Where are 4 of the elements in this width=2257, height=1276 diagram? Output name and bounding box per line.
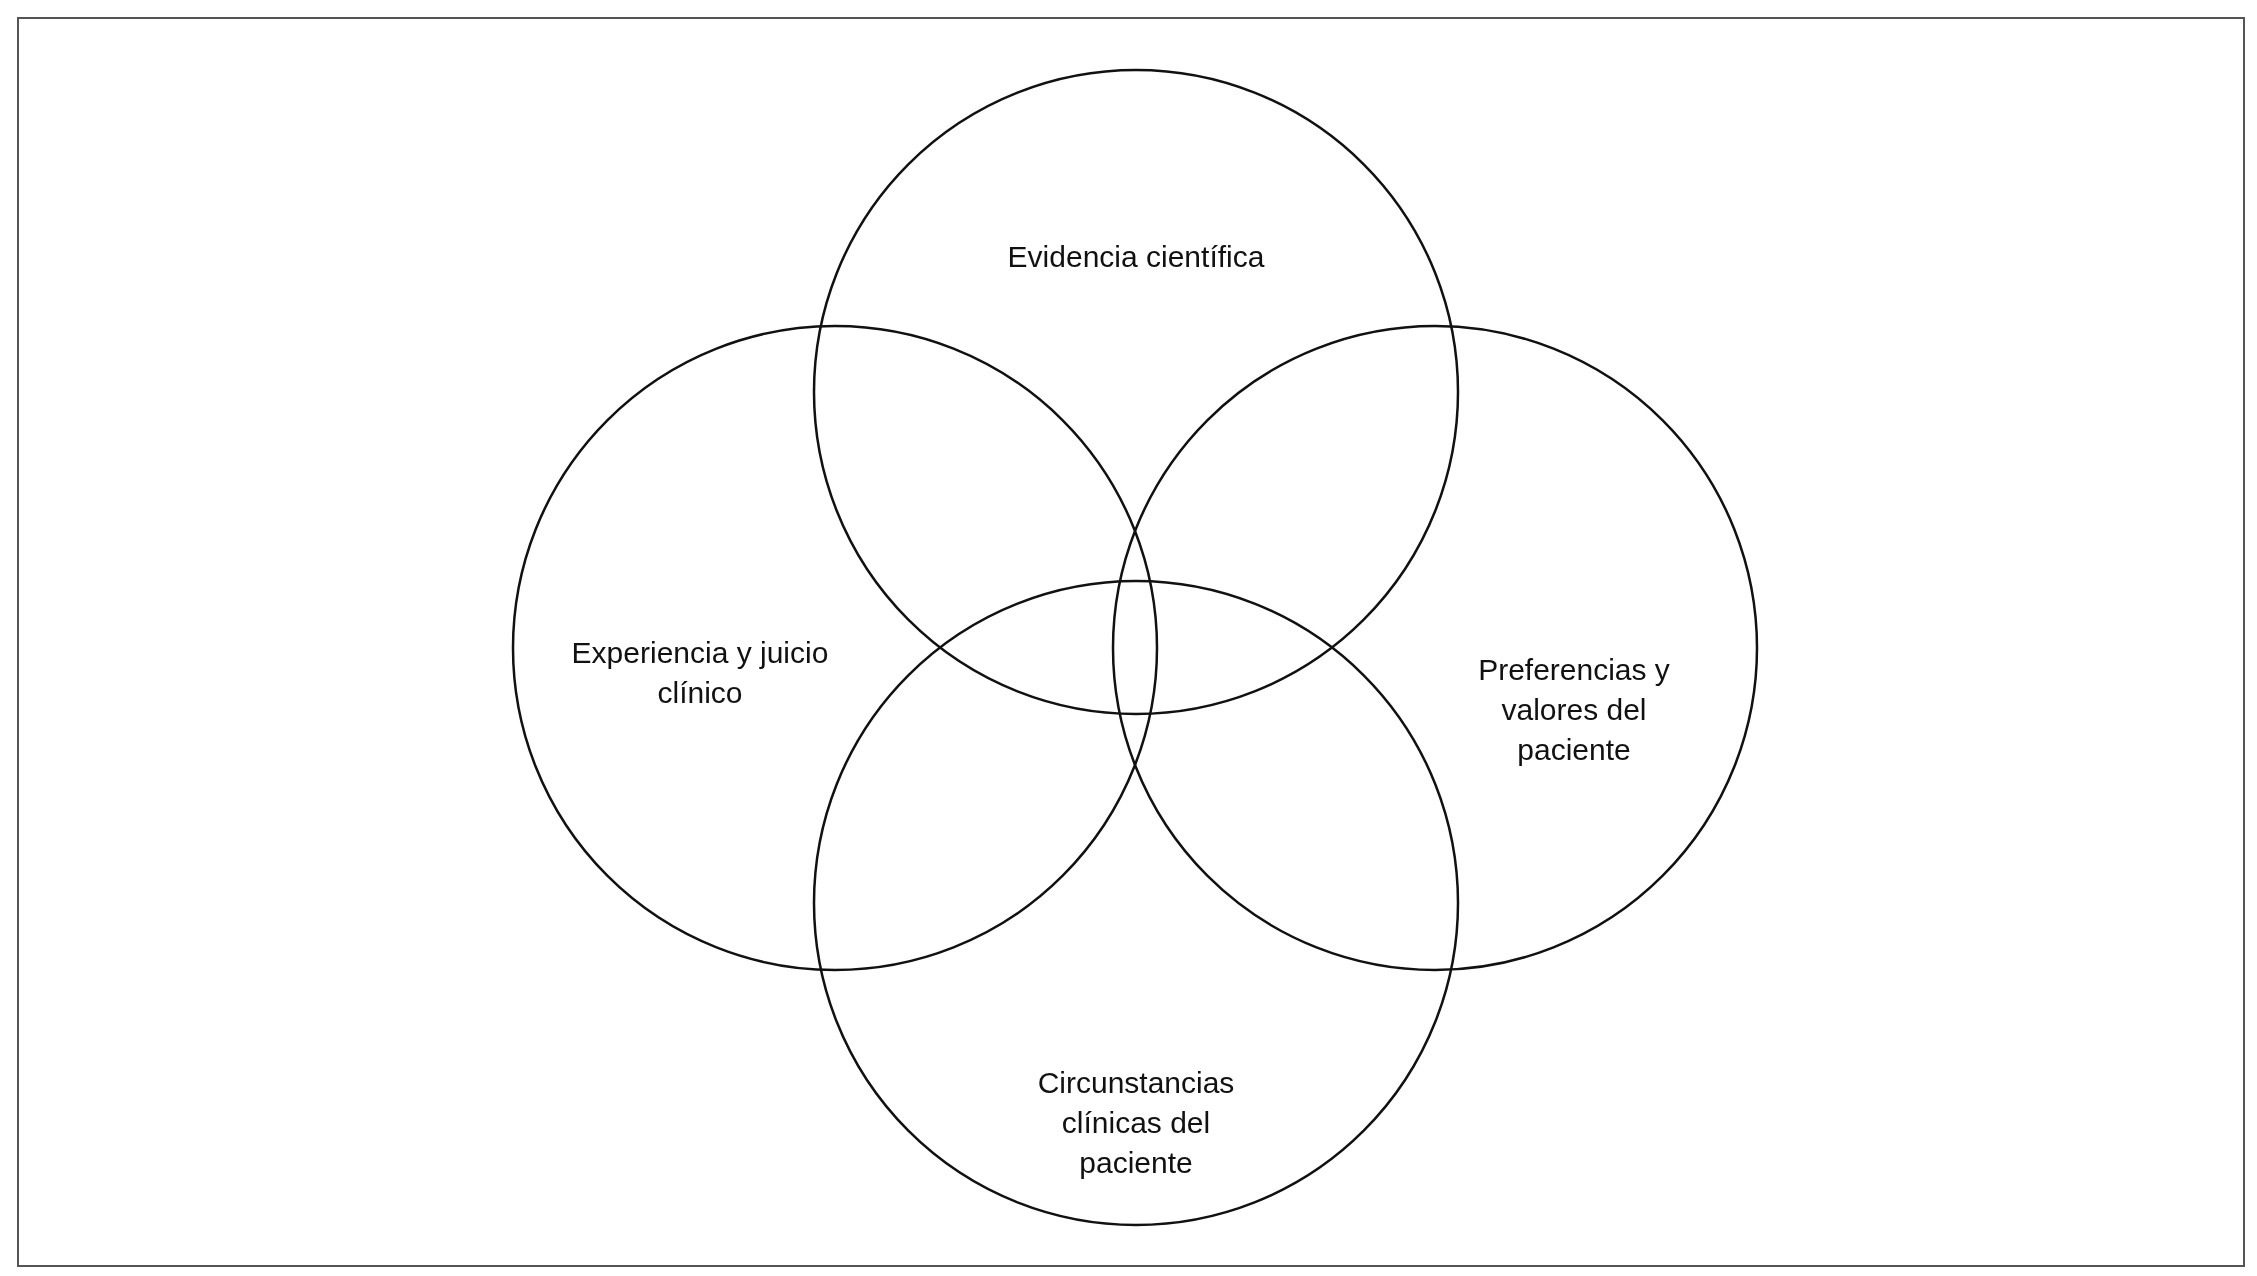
circle-label: Evidencia científica (1006, 239, 1266, 275)
circle-label: Experiencia y juicio clínico (570, 635, 830, 711)
circle-label: Preferencias y valores del paciente (1477, 652, 1671, 768)
circle-label: Circunstancias clínicas del paciente (1036, 1065, 1236, 1181)
